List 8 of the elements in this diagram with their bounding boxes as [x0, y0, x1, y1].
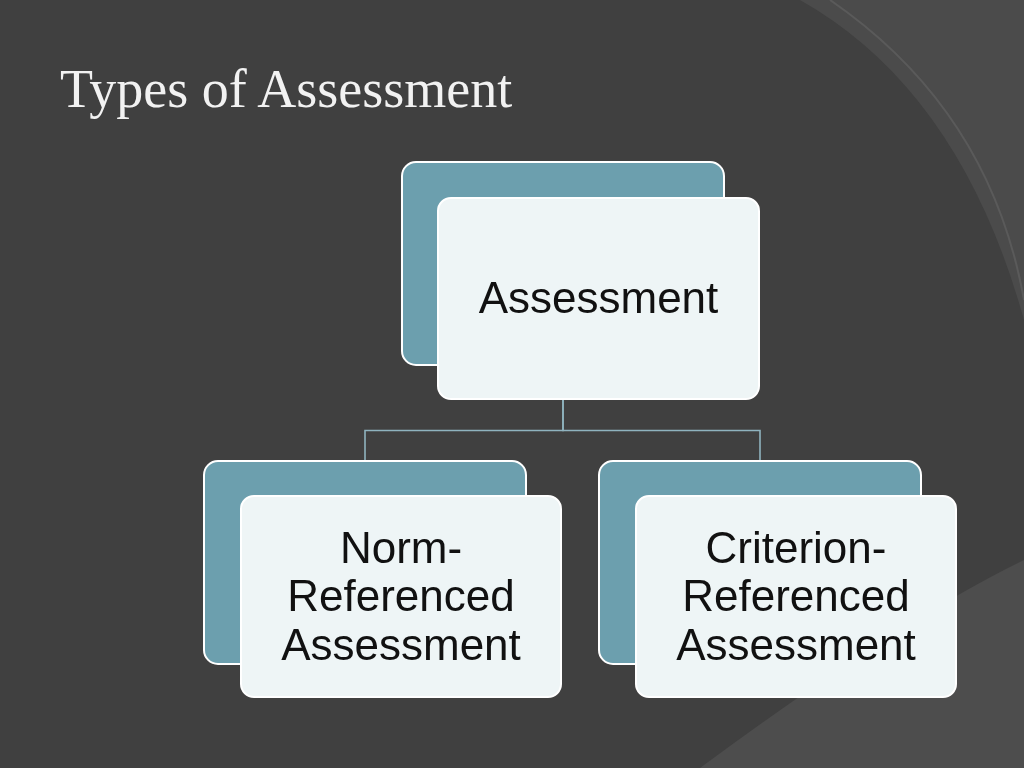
slide-title: Types of Assessment	[60, 58, 513, 120]
node-label: Assessment	[477, 274, 720, 323]
node-label: Norm-Referenced Assessment	[280, 523, 522, 670]
text-box	[437, 197, 760, 400]
node-label: Criterion-Referenced Assessment	[675, 523, 917, 670]
connector-line	[562, 399, 761, 462]
text-box	[240, 495, 562, 698]
text-box	[635, 495, 957, 698]
